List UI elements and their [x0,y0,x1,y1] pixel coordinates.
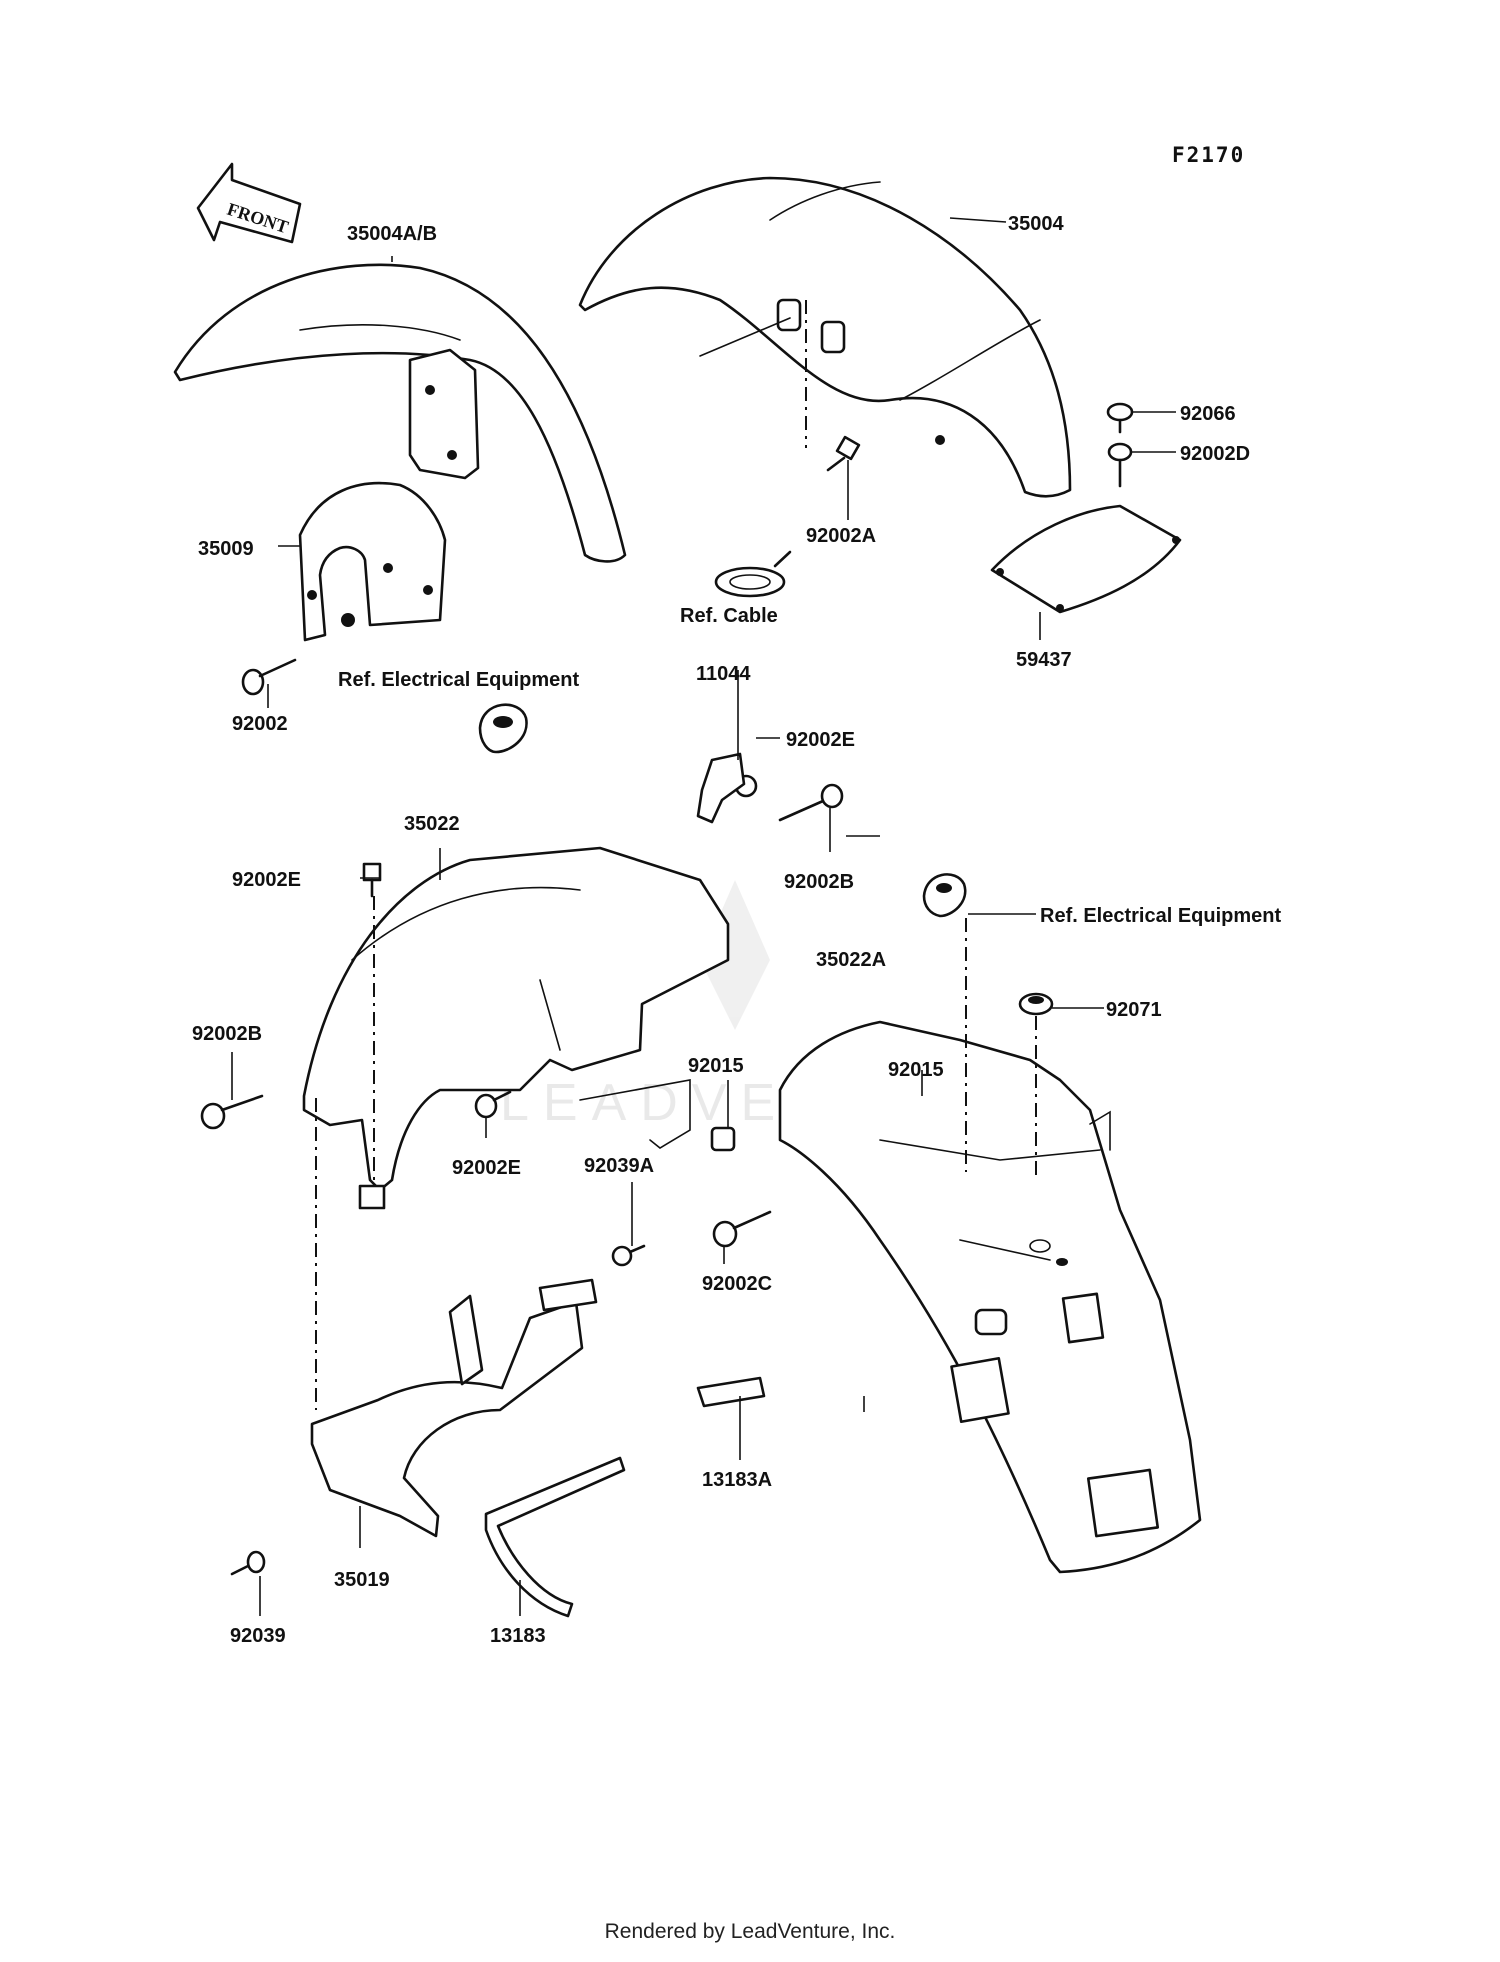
bolt-92039 [230,1550,266,1576]
rear-fender-main [778,1020,1202,1574]
clamp-electrical-2 [922,873,967,918]
part-labels: 35004A/B 35004 92066 92002D 35009 92002A… [192,213,1250,1647]
bolt-92002E-bottom [474,1090,512,1119]
grommet-ref-cable [714,550,792,598]
label-92002A: 92002A [806,525,876,547]
reference-labels: Ref. Cable Ref. Electrical Equipment Ref… [338,605,1282,927]
bolt-92002 [241,658,297,696]
fasteners [200,402,1134,1576]
label-92039: 92039 [230,1625,286,1647]
label-13183A: 13183A [702,1469,772,1491]
label-92002E-bottom: 92002E [452,1157,521,1179]
label-92002C: 92002C [702,1273,772,1295]
label-92002E-left: 92002E [232,869,301,891]
clip-92015-a [710,1126,736,1152]
ref-electrical-label-1: Ref. Electrical Equipment [338,669,580,691]
label-92002: 92002 [232,713,288,735]
label-35009: 35009 [198,538,254,560]
ref-electrical-label-2: Ref. Electrical Equipment [1040,905,1282,927]
label-35004AB: 35004A/B [347,223,437,245]
bolt-92002A [826,435,861,472]
bolt-92002D [1107,442,1133,488]
leader-lines [231,217,1176,1616]
inner-fender [302,846,730,1210]
label-92002E-top: 92002E [786,729,855,751]
label-92039A: 92039A [584,1155,654,1177]
ref-cable-label: Ref. Cable [680,605,778,627]
label-92002B-right: 92002B [784,871,854,893]
label-92002B-left: 92002B [192,1023,262,1045]
clamp-electrical-1 [478,703,528,754]
render-credit-footer: Rendered by LeadVenture, Inc. [604,1920,896,1943]
front-direction-arrow: FRONT [196,162,302,244]
clip-13183A [696,1376,766,1408]
bolt-92039A [611,1244,646,1267]
label-92071: 92071 [1106,999,1162,1021]
front-fender [173,263,627,563]
label-92066: 92066 [1180,403,1236,425]
label-92015-a: 92015 [688,1055,744,1077]
bracket-11044 [696,752,746,824]
label-35004: 35004 [1008,213,1064,235]
label-59437: 59437 [1016,649,1072,671]
diagram-code: F2170 [1172,143,1245,167]
fender-bracket-35019 [310,1278,598,1538]
assembly-lines [315,300,1037,1410]
label-35022A: 35022A [816,949,886,971]
label-92002D: 92002D [1180,443,1250,465]
bolt-92002E-left [362,862,382,898]
rear-fender-top [578,176,1072,498]
bolt-92002C [712,1210,772,1248]
bolt-92002B-right [778,783,844,822]
stay-13183 [484,1456,626,1618]
label-13183: 13183 [490,1625,546,1647]
label-35022: 35022 [404,813,460,835]
bolt-92066 [1106,402,1134,434]
rear-fender-flap [990,504,1182,614]
label-11044: 11044 [696,663,751,685]
fender-cover [298,481,447,642]
grommet-92071 [1018,992,1054,1016]
label-35019: 35019 [334,1569,390,1591]
bolt-92002B-left [200,1094,264,1130]
label-92015-b: 92015 [888,1059,944,1081]
